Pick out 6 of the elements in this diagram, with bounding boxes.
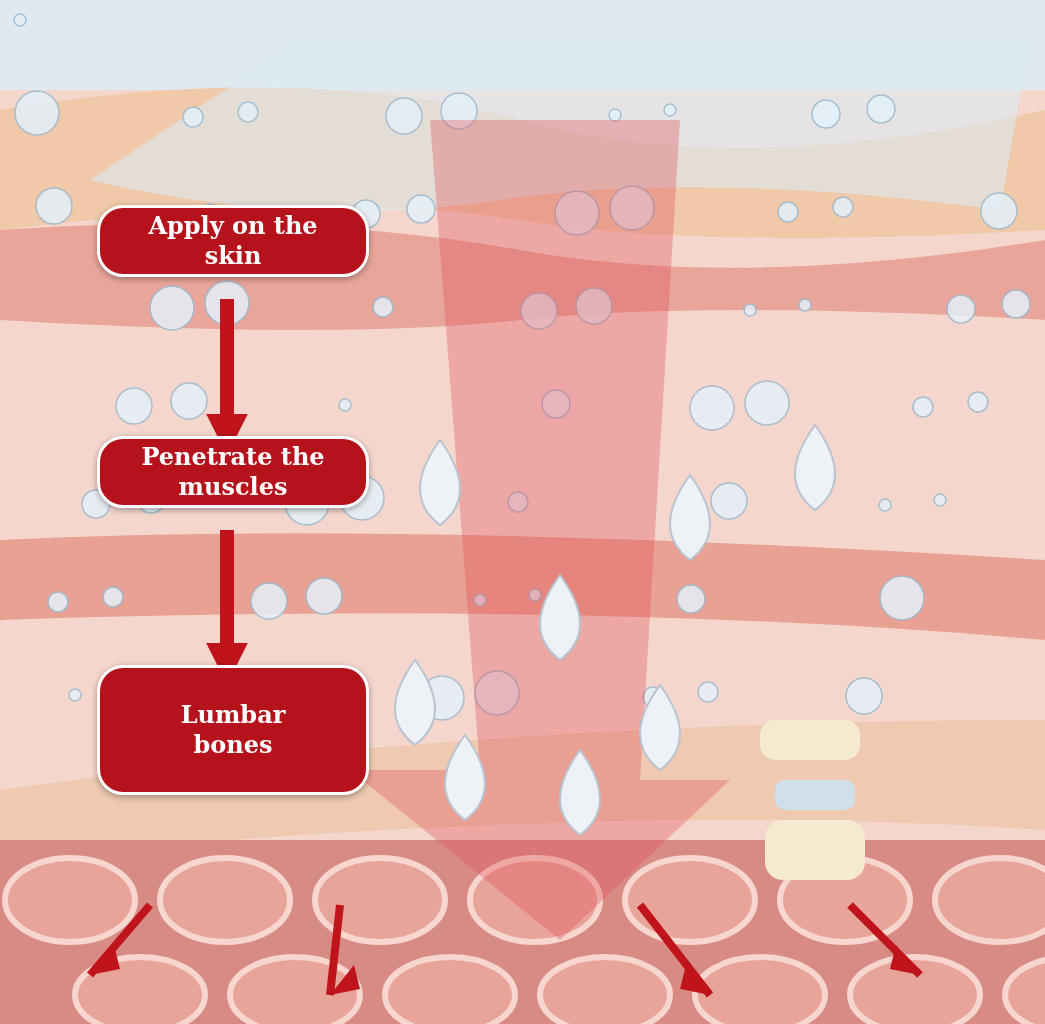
step-text: Lumbar bones <box>179 700 287 760</box>
step-label-box <box>97 436 369 508</box>
step-label-box <box>97 205 369 277</box>
step-text: Apply on the skin <box>147 211 319 271</box>
step-label-box <box>97 665 369 795</box>
step-text: Penetrate the muscles <box>140 442 326 502</box>
